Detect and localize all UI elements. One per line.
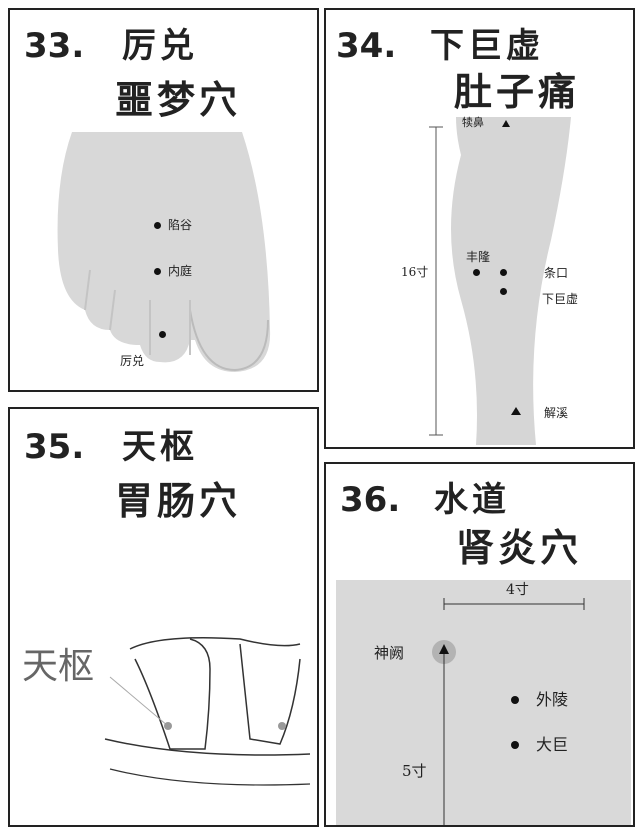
panel-33: 33. 厉兑 噩梦穴 陷谷 内庭 厉兑 — [8, 8, 319, 392]
measure-label: 16寸 — [401, 265, 429, 279]
panel-title-effect: 肚子痛 — [454, 70, 581, 114]
point-label: 厉兑 — [120, 354, 145, 368]
foot-illustration — [57, 132, 271, 372]
point-dot — [500, 288, 507, 295]
leg-illustration — [429, 117, 571, 445]
panel-title-name: 天枢 — [122, 427, 198, 467]
panel-title-name: 下巨虚 — [430, 26, 544, 66]
point-dot — [511, 696, 519, 704]
point-dot — [500, 269, 507, 276]
point-dot — [511, 741, 519, 749]
measure-label: 5寸 — [402, 762, 427, 780]
panel-title-number: 35. — [24, 427, 85, 467]
panel-title-number: 33. — [24, 26, 85, 66]
panel-title-effect: 胃肠穴 — [115, 479, 242, 523]
measure-label: 4寸 — [506, 582, 529, 598]
panel-title-name: 水道 — [434, 480, 510, 520]
point-label: 陷谷 — [168, 218, 193, 232]
panel-36: 36. 水道 肾炎穴 4寸 神阙 外陵 大巨 5寸 — [324, 462, 635, 827]
point-label: 下巨虚 — [542, 292, 579, 306]
point-label: 犊鼻 — [462, 116, 484, 129]
panel-title-number: 34. — [336, 26, 397, 66]
point-label: 外陵 — [536, 690, 569, 709]
abdomen-map-illustration — [336, 580, 631, 825]
point-label: 神阙 — [374, 644, 405, 662]
panel-title-number: 36. — [340, 480, 401, 520]
point-label: 丰隆 — [466, 250, 491, 264]
point-label: 条口 — [544, 266, 569, 280]
point-label: 内庭 — [168, 264, 193, 278]
point-label: 大巨 — [536, 735, 569, 754]
point-dot — [154, 268, 161, 275]
point-dot — [473, 269, 480, 276]
panel-title-effect: 噩梦穴 — [115, 78, 242, 122]
panel-title-name: 厉兑 — [122, 26, 198, 66]
point-dot — [159, 331, 166, 338]
point-dot — [154, 222, 161, 229]
panel-35: 35. 天枢 胃肠穴 天枢 — [8, 407, 319, 827]
point-label: 解溪 — [544, 406, 569, 420]
abdomen-hands-illustration — [104, 637, 311, 786]
panel-34: 34. 下巨虚 肚子痛 犊鼻 16寸 丰隆 条口 下巨虚 解溪 — [324, 8, 635, 449]
point-label: 天枢 — [22, 646, 95, 687]
panel-title-effect: 肾炎穴 — [456, 526, 583, 570]
